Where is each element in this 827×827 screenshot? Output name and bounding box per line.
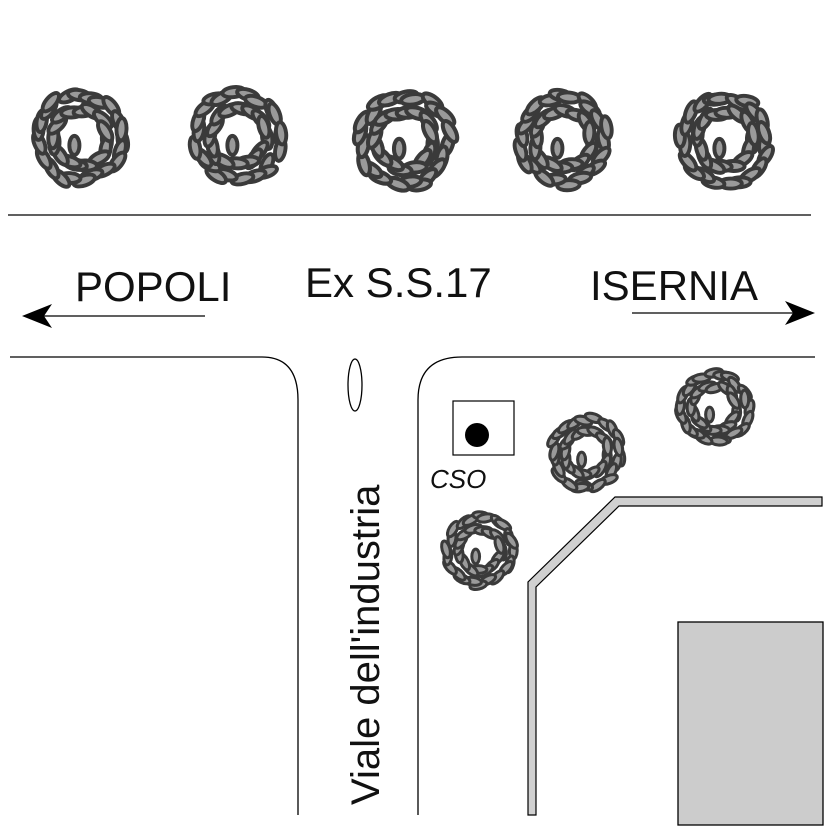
tree-canopy-icon <box>674 367 756 447</box>
main-road-south-edge-west <box>10 356 299 815</box>
tree-canopy-icon <box>31 87 131 189</box>
arrow-east-icon <box>632 301 815 325</box>
arrow-west-icon <box>22 304 205 328</box>
tree-canopy-icon <box>512 87 614 193</box>
tree-canopy-icon <box>187 84 289 187</box>
label-main-road: Ex S.S.17 <box>305 259 492 306</box>
main-road-south-edge-east <box>417 356 815 815</box>
boundary-wall <box>527 496 823 816</box>
label-popoli: POPOLI <box>75 263 231 310</box>
tree-canopy-icon <box>672 91 775 191</box>
tree-canopy-icon <box>351 89 460 193</box>
label-side-road: Viale dell'industria <box>344 484 388 805</box>
tree-canopy-icon <box>546 411 627 494</box>
cso-marker-icon <box>452 400 515 456</box>
tree-canopy-icon <box>440 510 519 591</box>
label-cso: CSO <box>430 464 486 494</box>
building <box>677 621 824 826</box>
label-isernia: ISERNIA <box>590 262 758 309</box>
trees <box>31 84 775 591</box>
traffic-island <box>347 358 363 412</box>
